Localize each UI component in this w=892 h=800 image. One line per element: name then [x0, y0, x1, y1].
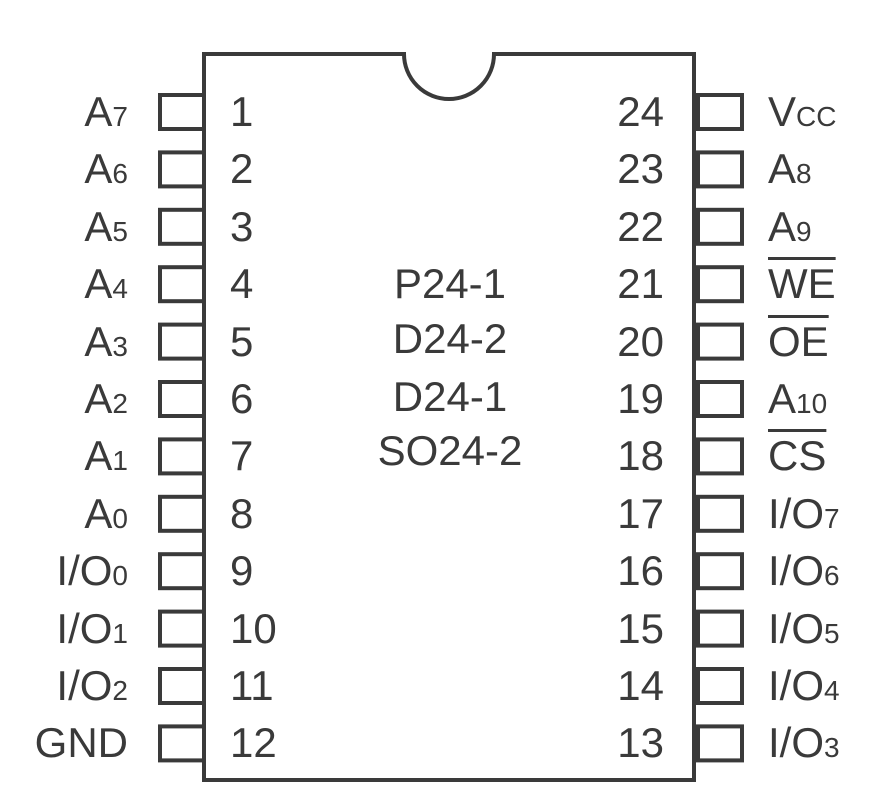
pin-signal-name: I/O2: [56, 662, 128, 709]
pin-box-left: [158, 150, 206, 189]
pin-signal-name: I/O0: [56, 547, 128, 595]
pin-box-left: [158, 667, 206, 705]
pin-signal-name: I/O7: [768, 489, 840, 537]
pin-box-right: [696, 380, 744, 418]
pin-box-left: [158, 322, 206, 361]
pin-signal-name: A2: [84, 375, 128, 422]
pin-signal-name: I/O5: [768, 604, 840, 652]
pin-number: 12: [230, 719, 277, 767]
pin-signal-name: A1: [84, 432, 128, 480]
pin-number: 21: [617, 260, 664, 308]
pin-box-right: [696, 150, 744, 189]
package-label: D24-1: [392, 373, 508, 420]
pin-signal-name: WE: [768, 260, 836, 308]
pin-box-right: [696, 93, 744, 131]
pin-box-right: [696, 552, 744, 591]
pin-number: 3: [230, 202, 254, 250]
pin-box-right: [696, 437, 744, 476]
pin-box-left: [158, 437, 206, 476]
pin-number: 6: [230, 375, 254, 422]
pin-number: 7: [230, 432, 254, 480]
pin-box-left: [158, 265, 206, 304]
pin-box-right: [696, 609, 744, 648]
pin-number: 18: [617, 432, 664, 480]
pin-signal-name: A4: [84, 260, 128, 308]
pin-number: 15: [617, 604, 664, 652]
package-label: D24-2: [392, 315, 508, 362]
pin-number: 24: [617, 88, 664, 135]
pin-signal-name: A5: [84, 202, 128, 250]
pin-number: 22: [617, 202, 664, 250]
pin-number: 2: [230, 145, 254, 193]
pin-box-left: [158, 552, 206, 591]
pin-signal-name: A10: [768, 375, 828, 422]
pin-signal-name: A7: [84, 88, 128, 135]
chip-body: [202, 52, 696, 782]
pin-box-left: [158, 380, 206, 418]
pin-number: 5: [230, 317, 254, 365]
pin-number: 11: [230, 662, 274, 709]
pin-box-right: [696, 494, 744, 533]
pin-box-left: [158, 494, 206, 533]
pin-signal-name: OE: [768, 317, 829, 365]
pin-number: 20: [617, 317, 664, 365]
pin-signal-name: I/O3: [768, 719, 840, 767]
pin-number: 17: [617, 489, 664, 537]
pin-box-right: [696, 667, 744, 705]
pin-number: 16: [617, 547, 664, 595]
pin-number: 1: [230, 88, 254, 135]
pin-number: 23: [617, 145, 664, 193]
pin-signal-name: CS: [768, 432, 827, 480]
pin-signal-name: GND: [34, 719, 128, 767]
pin-box-right: [696, 724, 744, 763]
pin-signal-name: A8: [768, 145, 812, 193]
pin-box-left: [158, 724, 206, 763]
pin-number: 8: [230, 489, 254, 537]
pin-boxes: [158, 93, 744, 763]
pin-number: 13: [617, 719, 664, 767]
pin-number: 4: [230, 260, 254, 308]
pin-box-right: [696, 265, 744, 304]
pin-signal-name: I/O6: [768, 547, 840, 595]
pin-signal-name: A0: [84, 489, 128, 537]
pin-signal-name: A9: [768, 202, 812, 250]
pin-number: 10: [230, 604, 277, 652]
pin-box-right: [696, 207, 744, 246]
pin-signal-name: A3: [84, 317, 128, 365]
pin-box-left: [158, 609, 206, 648]
pin-signal-name: VCC: [768, 88, 837, 135]
pin-box-left: [158, 93, 206, 131]
pin-signal-name: I/O4: [768, 662, 840, 709]
package-label: SO24-2: [377, 427, 523, 474]
pin-box-right: [696, 322, 744, 361]
pin-number: 14: [617, 662, 664, 709]
pin-signal-name: I/O1: [56, 604, 128, 652]
pin-box-left: [158, 207, 206, 246]
package-label: P24-1: [393, 260, 507, 307]
pin-number: 9: [230, 547, 254, 595]
pin-signal-name: A6: [84, 145, 128, 193]
pin-number: 19: [617, 375, 664, 422]
